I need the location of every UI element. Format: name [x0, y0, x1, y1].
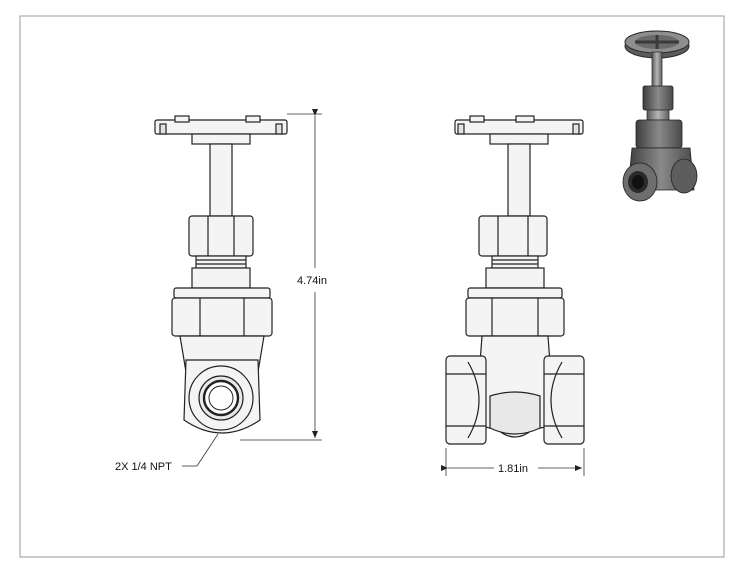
handwheel-side [154, 115, 288, 145]
handwheel-front [454, 115, 584, 145]
bonnet-hex-side [171, 287, 273, 337]
bonnet-hex-front [465, 287, 565, 337]
sheet-border [19, 15, 725, 558]
height-dimension-label: 4.74in [297, 275, 327, 287]
height-dimension [240, 109, 322, 441]
stem-side [209, 143, 233, 217]
left-port-hex-front [445, 355, 487, 445]
width-dimension [441, 448, 585, 476]
bonnet-threads-side [191, 255, 251, 289]
port-end-side [183, 359, 261, 434]
right-port-hex-front [543, 355, 585, 445]
port-callout-label: 2X 1/4 NPT [115, 461, 172, 473]
isometric-render [622, 30, 698, 202]
body-center-detail [489, 391, 541, 435]
front-view [445, 115, 585, 445]
stem-front [507, 143, 531, 217]
packing-nut-front [478, 215, 548, 257]
side-view [154, 115, 288, 434]
packing-nut-side [188, 215, 254, 257]
width-dimension-label: 1.81in [498, 463, 528, 475]
bonnet-threads-front [485, 255, 545, 289]
port-callout-leader [182, 433, 219, 467]
